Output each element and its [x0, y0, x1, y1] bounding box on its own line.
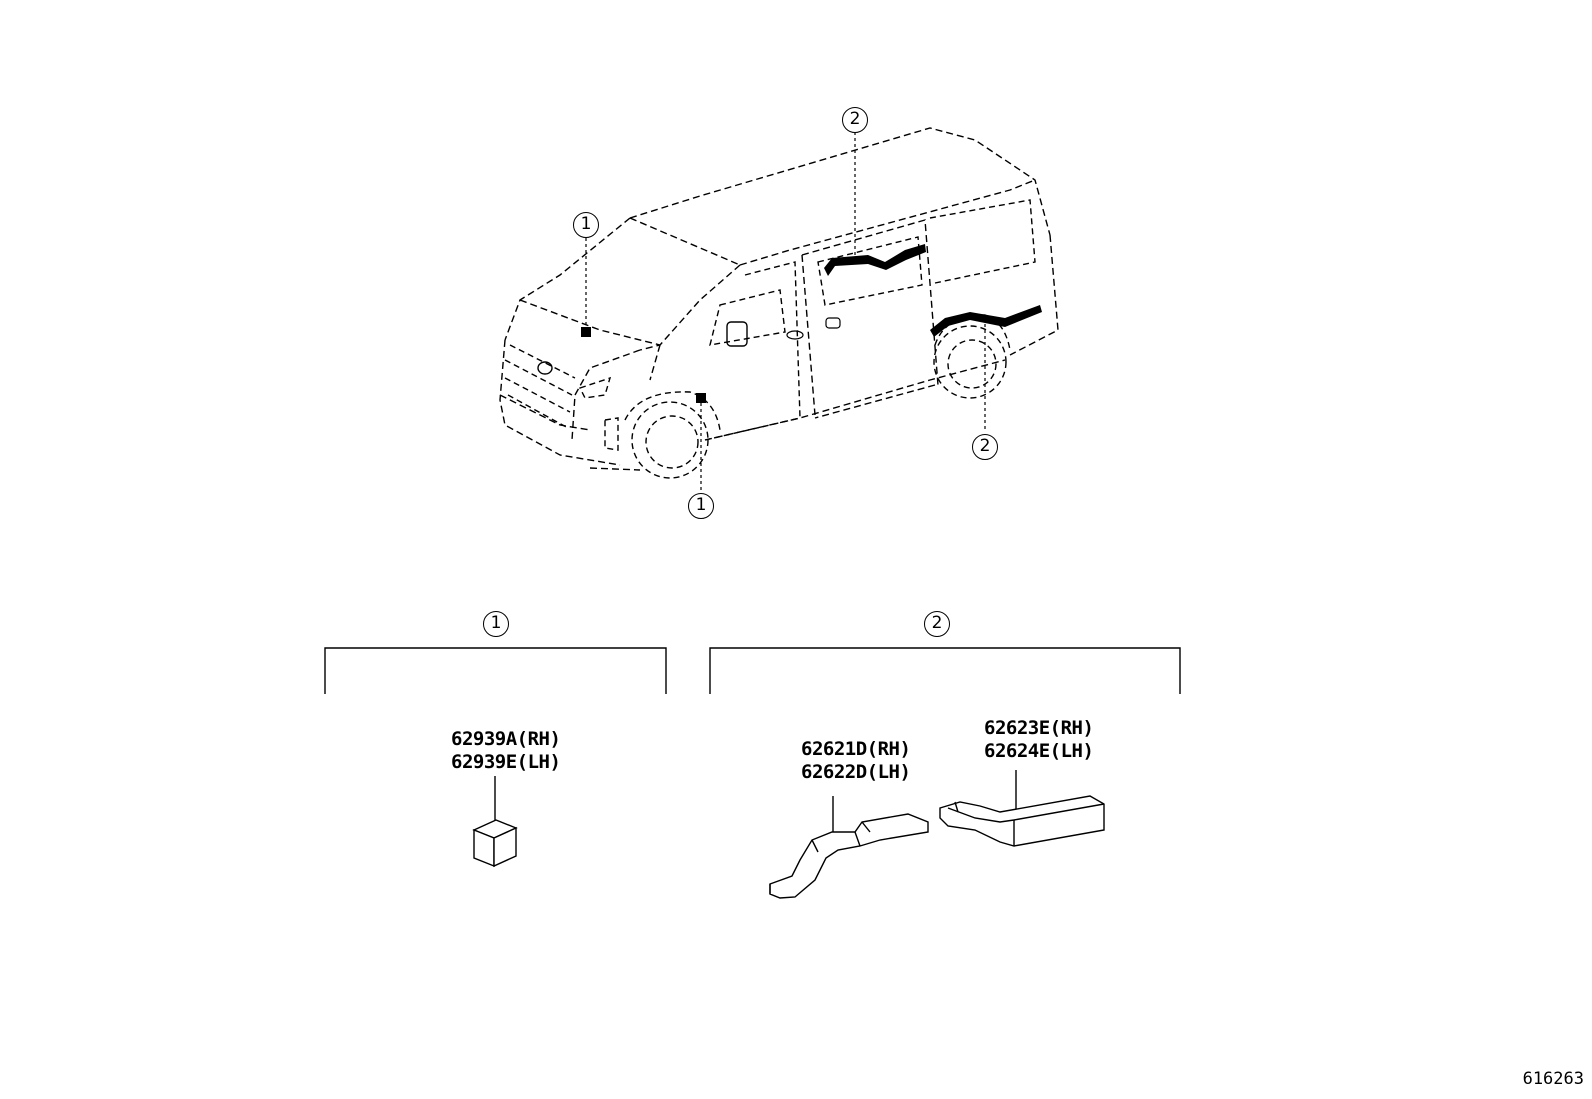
block-part-icon [472, 776, 518, 868]
group-2-bracket [709, 647, 1181, 694]
emblem-icon [537, 361, 553, 375]
rocker-piece-part-icon [769, 796, 929, 899]
front-wheel [624, 391, 721, 479]
hood-silencer-marker [581, 327, 591, 337]
part-number-rh: 62623E(RH) [984, 717, 1094, 739]
part-number-label-62621: 62621D(RH) 62622D(LH) [801, 738, 911, 784]
group-1-bracket [324, 647, 667, 694]
illustration-reference-number: 616263 [1522, 1069, 1584, 1089]
van-leaders [585, 132, 986, 491]
van-illustration [499, 127, 1059, 471]
group-1-marker: 1 [483, 611, 509, 637]
callout-2-rocker: 2 [972, 434, 998, 460]
van-details [504, 199, 1036, 451]
callout-2-slider: 2 [842, 107, 868, 133]
part-number-rh: 62621D(RH) [801, 738, 911, 760]
fender-silencer-marker [696, 393, 706, 403]
part-number-lh: 62624E(LH) [984, 740, 1094, 762]
bar-piece-part-icon [939, 770, 1105, 847]
group-2-marker: 2 [924, 611, 950, 637]
part-number-lh: 62622D(LH) [801, 761, 911, 783]
slider-rail-silencer-marker [824, 244, 926, 276]
door-handle-icon [786, 317, 841, 340]
part-number-rh: 62939A(RH) [451, 728, 561, 750]
part-number-label-62623: 62623E(RH) 62624E(LH) [984, 717, 1094, 763]
callout-1-hood: 1 [573, 212, 599, 238]
mirror-icon [726, 321, 748, 347]
part-number-label-62939: 62939A(RH) 62939E(LH) [451, 728, 561, 774]
part-number-lh: 62939E(LH) [451, 751, 561, 773]
callout-1-fender: 1 [688, 493, 714, 519]
rocker-silencer-marker [930, 305, 1042, 337]
